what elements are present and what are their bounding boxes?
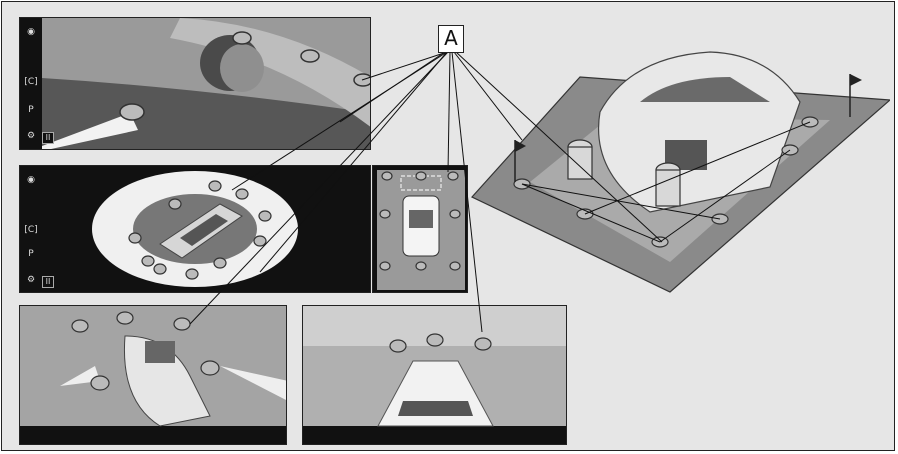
rotate-view-icon[interactable]: [C] — [24, 77, 38, 87]
settings-icon[interactable]: ⚙ — [26, 131, 36, 141]
birds-eye-view — [372, 165, 468, 293]
camera-icon[interactable]: ◉ — [27, 175, 35, 185]
overhead-rotating-view: ◉ [C] P ⚙ II — [19, 165, 371, 293]
closeup-camera-view: ◉ [C] P ⚙ II — [19, 17, 371, 150]
camera-sidebar: ◉ [C] P ⚙ II — [20, 18, 54, 149]
callout-label-a: A — [438, 25, 464, 53]
closeup-camera-scene — [20, 18, 370, 149]
overhead-rotating-scene — [20, 166, 370, 292]
camera-icon[interactable]: ◉ — [27, 27, 35, 37]
parking-assist-icon[interactable]: P — [28, 105, 34, 115]
front-camera-view — [302, 305, 567, 445]
angled-camera-view — [19, 305, 287, 445]
rotate-view-icon[interactable]: [C] — [24, 225, 38, 235]
vehicle-perspective-illustration — [471, 51, 890, 293]
parking-assist-icon[interactable]: P — [28, 249, 34, 259]
rotating-view-sidebar: ◉ [C] P ⚙ II — [20, 166, 54, 292]
pause-icon[interactable]: II — [42, 276, 54, 288]
angled-camera-scene — [20, 306, 286, 444]
birds-eye-scene — [373, 166, 467, 292]
settings-icon[interactable]: ⚙ — [26, 275, 36, 285]
front-camera-scene — [303, 306, 566, 444]
pause-icon[interactable]: II — [42, 132, 54, 144]
